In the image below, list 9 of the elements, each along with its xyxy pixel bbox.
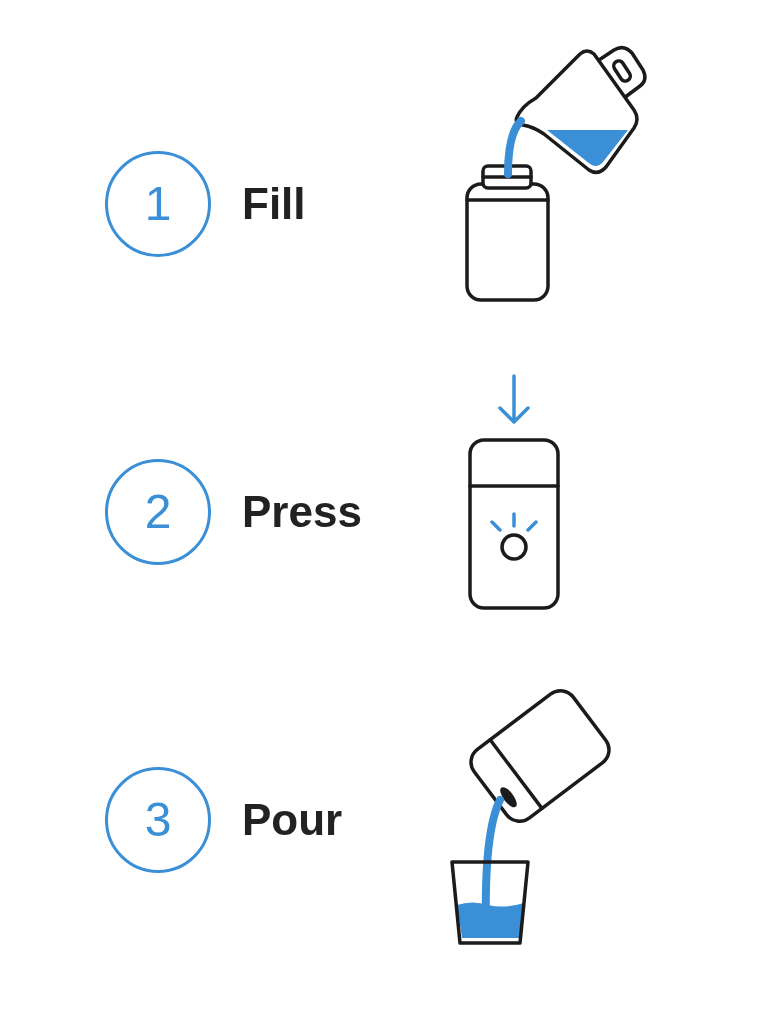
step-circle [105,767,211,873]
step-circle [105,459,211,565]
step-number: 2 [144,488,172,536]
step-number: 1 [144,180,172,228]
step-number: 3 [144,796,172,844]
step-circle [105,151,211,257]
step-label: Pour [242,798,343,842]
step-label: Fill [242,182,306,226]
step-label: Press [242,490,362,534]
